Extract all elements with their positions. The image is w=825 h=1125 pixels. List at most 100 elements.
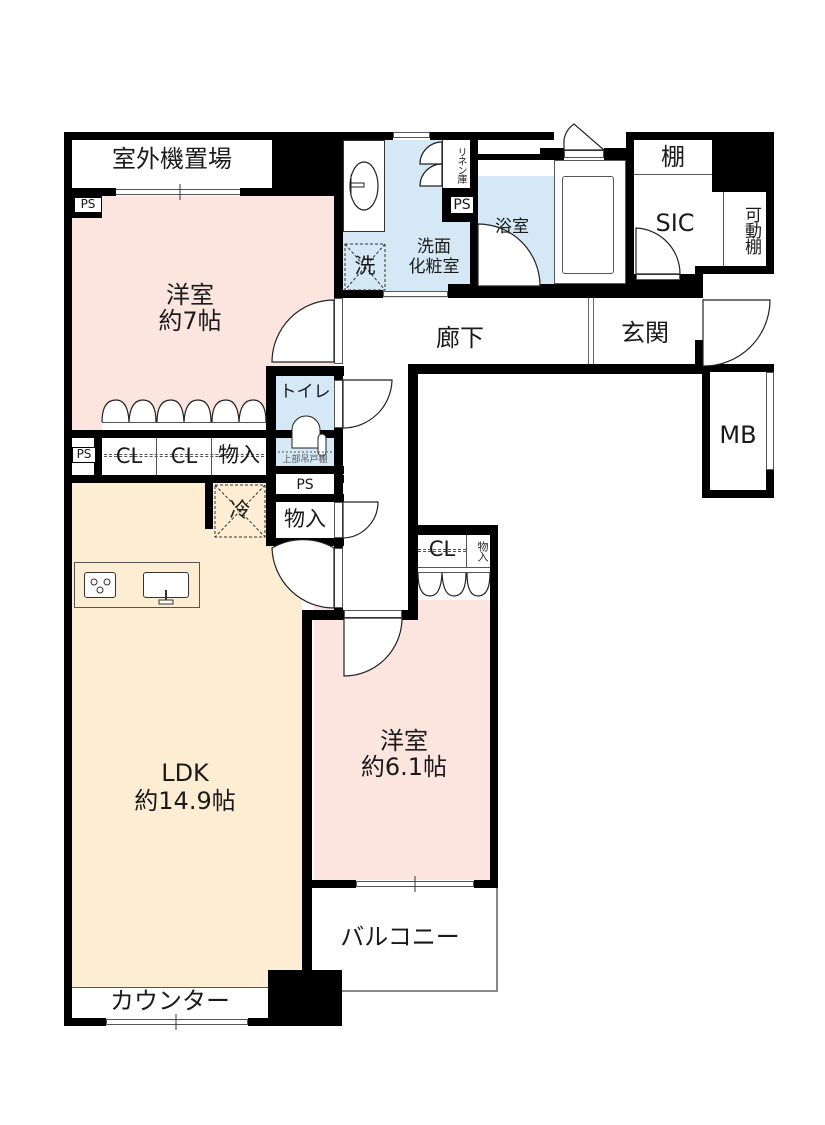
- shelf-divider: [634, 174, 712, 175]
- wall: [626, 132, 774, 140]
- room2-door-gap[interactable]: [344, 610, 402, 618]
- wall: [626, 132, 634, 298]
- ps-label: PS: [74, 197, 102, 213]
- window: [393, 132, 430, 138]
- closet-door-track: [418, 567, 490, 573]
- wall: [470, 154, 554, 160]
- closet-cl-2: CL: [170, 444, 198, 468]
- window: [116, 189, 240, 195]
- western-room-1-size: 約7帖: [158, 307, 222, 335]
- shelf-label: 棚: [661, 143, 685, 171]
- wall: [266, 466, 344, 474]
- wall: [240, 188, 334, 196]
- wall: [448, 284, 634, 298]
- closet-divider: [466, 535, 467, 567]
- bathroom-label: 浴室: [495, 217, 529, 237]
- linen-closet-label: リネン庫: [455, 147, 466, 183]
- wall: [248, 1018, 342, 1026]
- wall: [408, 364, 710, 374]
- washer-label: 洗: [354, 254, 376, 278]
- storage-label-2: 物入: [284, 507, 326, 531]
- western-room-1-name: 洋室: [166, 281, 214, 309]
- wall: [430, 132, 554, 140]
- ldk-size: 約14.9帖: [134, 787, 236, 815]
- closet-cl-1: CL: [115, 444, 143, 468]
- wall: [766, 132, 774, 274]
- sic-label: SIC: [655, 209, 695, 237]
- wall: [712, 132, 774, 192]
- sliding-door[interactable]: [383, 291, 448, 297]
- western-room-2-size: 約6.1帖: [360, 753, 448, 781]
- closet-rod: [418, 549, 466, 552]
- ps-label: PS: [296, 477, 314, 493]
- washroom-label: 洗面 化粧室: [408, 237, 460, 277]
- wall: [64, 132, 72, 1026]
- wall: [64, 132, 334, 140]
- wall: [266, 538, 344, 546]
- ps-toilet-box: [276, 474, 334, 494]
- ldk-door-gap[interactable]: [334, 548, 343, 608]
- storage-2-box: [276, 502, 334, 538]
- wall: [64, 475, 344, 483]
- outdoor-unit-space: [72, 140, 272, 188]
- ps-label: PS: [72, 447, 96, 463]
- vanity-counter: [343, 140, 385, 232]
- hall-entrance-divider: [588, 298, 594, 364]
- western-room-2-name: 洋室: [380, 727, 428, 755]
- window: [106, 1019, 248, 1025]
- wall: [474, 880, 498, 888]
- wall: [343, 132, 393, 140]
- wall: [266, 366, 276, 546]
- wall: [408, 525, 498, 535]
- room1-door-gap[interactable]: [334, 298, 343, 364]
- wall: [268, 970, 342, 1026]
- wall: [64, 430, 334, 438]
- wall: [343, 290, 383, 298]
- wall: [490, 525, 498, 888]
- meter-box-label: MB: [719, 421, 757, 449]
- counter-line: [72, 987, 268, 988]
- wall: [540, 148, 564, 160]
- storage-room2-label: 物入: [476, 541, 489, 561]
- wall: [695, 266, 703, 298]
- window: [356, 881, 474, 887]
- wall: [64, 1018, 106, 1026]
- balcony-label: バルコニー: [340, 923, 460, 951]
- ldk-name: LDK: [161, 759, 209, 787]
- room2-closet: [418, 535, 490, 573]
- bathtub: [562, 176, 614, 274]
- wall: [695, 340, 703, 370]
- counter-label: カウンター: [110, 987, 230, 1015]
- wall: [64, 188, 116, 196]
- wall: [408, 364, 418, 618]
- wall: [334, 132, 343, 298]
- movable-shelf-divider: [723, 192, 724, 266]
- wall: [94, 438, 102, 475]
- wall: [470, 132, 478, 298]
- outdoor-unit-space-label: 室外機置場: [112, 145, 232, 173]
- ps-label: PS: [450, 196, 474, 215]
- toilet-label: トイレ: [279, 382, 331, 402]
- wall: [266, 494, 344, 502]
- closet-cl-room2: CL: [428, 537, 456, 561]
- storage-label-1: 物入: [218, 443, 260, 467]
- hallway-area: [343, 298, 698, 364]
- wall: [702, 490, 774, 498]
- sic-doorway: [636, 274, 680, 280]
- window: [564, 150, 604, 158]
- wall: [302, 614, 312, 974]
- toilet-upper-cabinet-note: 上部吊戸棚: [282, 455, 328, 465]
- linen-closet: [442, 140, 470, 192]
- wall: [334, 366, 343, 546]
- storage-door-gap[interactable]: [334, 502, 343, 538]
- wall: [695, 266, 774, 274]
- entrance-label: 玄関: [621, 319, 669, 347]
- movable-shelf-label: 可動棚: [741, 206, 761, 254]
- hallway-vertical: [343, 364, 409, 614]
- mb-door[interactable]: [766, 372, 774, 470]
- toilet-door-gap[interactable]: [334, 380, 343, 428]
- wall: [702, 364, 774, 372]
- wall: [205, 483, 213, 529]
- wall: [702, 364, 710, 498]
